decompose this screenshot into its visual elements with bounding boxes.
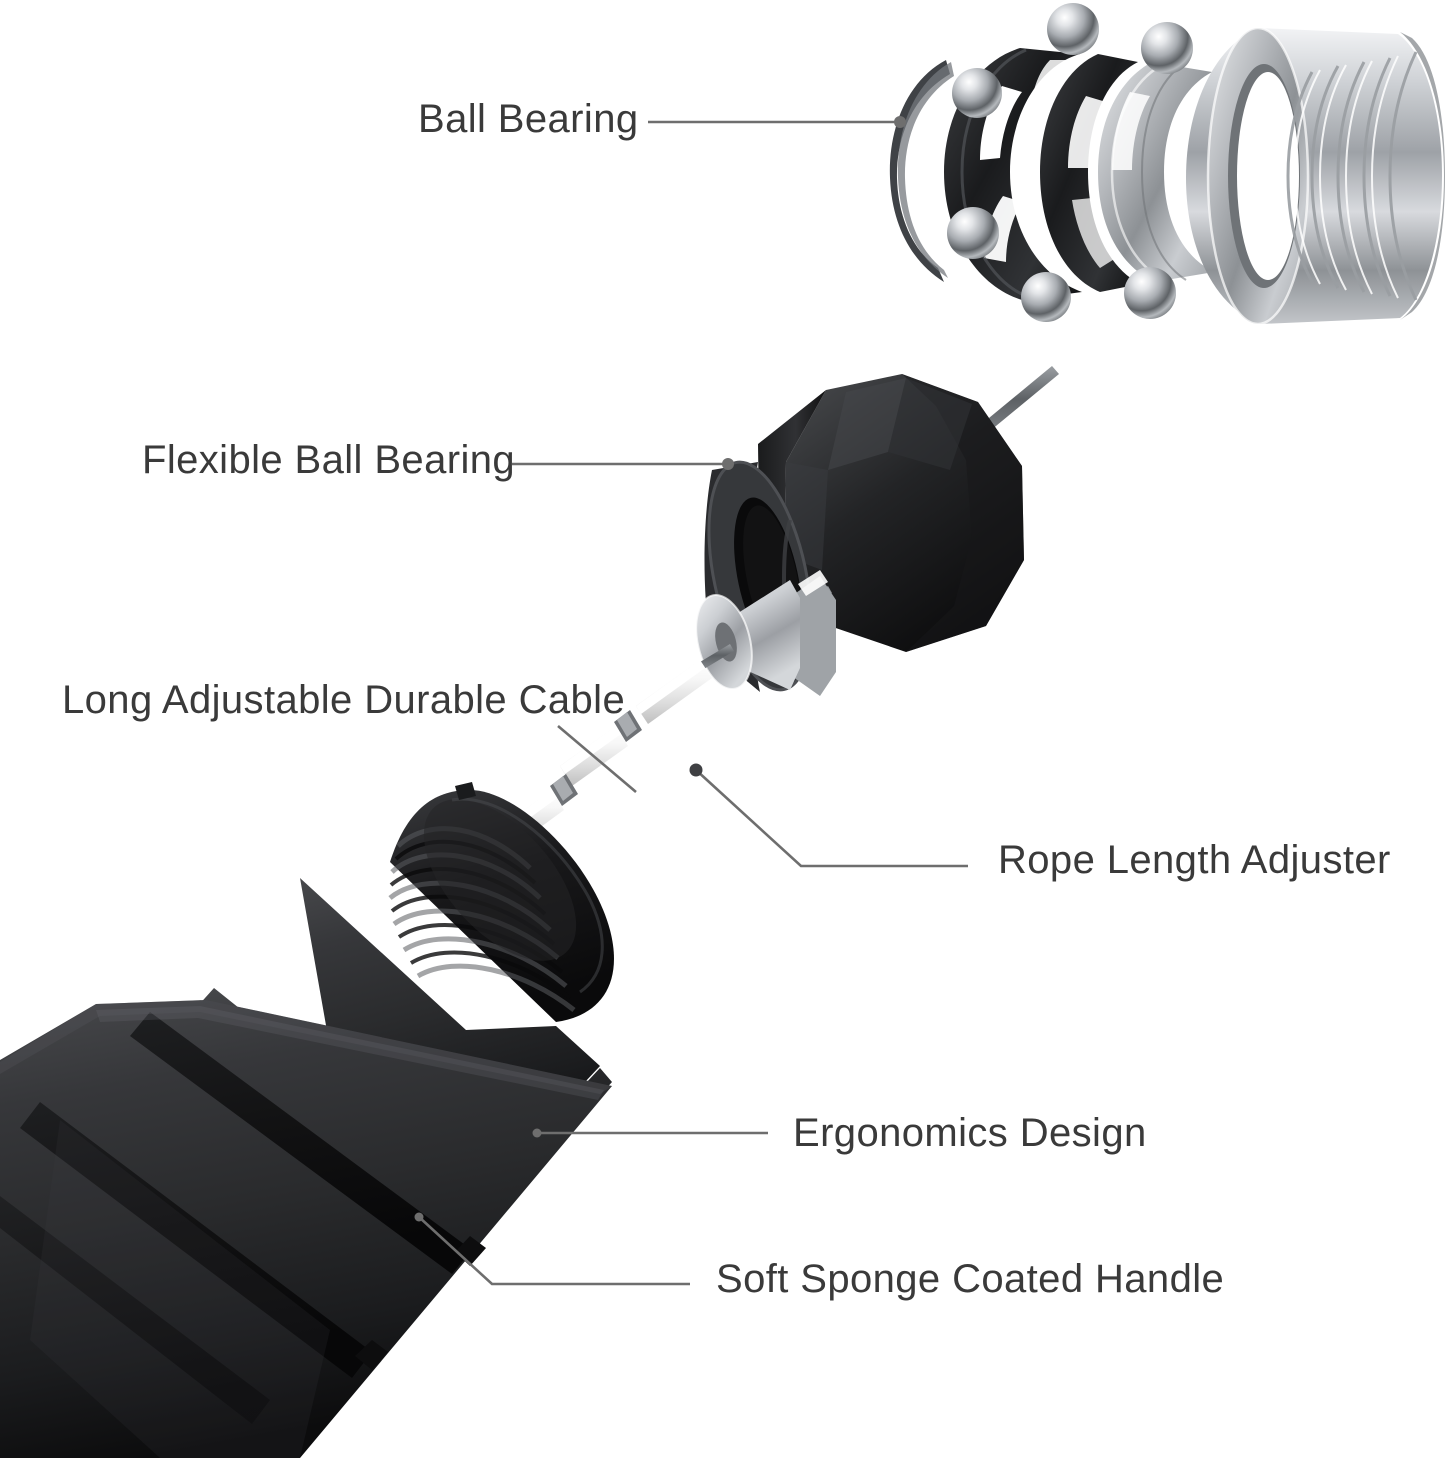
callout-label-ergonomics-design: Ergonomics Design xyxy=(793,1111,1147,1155)
leader-lines xyxy=(418,120,968,1286)
cage-spacer-part xyxy=(1040,54,1140,292)
inner-race-part xyxy=(1098,61,1214,282)
callout-label-soft-sponge-coated-handle: Soft Sponge Coated Handle xyxy=(716,1257,1225,1301)
hex-cap-assembly xyxy=(695,366,1059,708)
steel-pin-part xyxy=(972,366,1059,440)
steel-balls-part xyxy=(947,3,1193,322)
leader-dot-soft-sponge-coated-handle xyxy=(414,1212,424,1222)
leader-dots xyxy=(414,116,906,1222)
leader-soft-sponge-coated-handle xyxy=(418,1216,690,1286)
retaining-clip-part xyxy=(889,60,954,282)
handle-assembly xyxy=(0,782,614,1458)
outer-threaded-ring-part xyxy=(1186,26,1445,326)
leader-long-adjustable-durable-cable xyxy=(557,725,637,793)
leader-rope-length-adjuster xyxy=(695,769,968,868)
leader-dot-flexible-ball-bearing xyxy=(722,458,734,470)
handle-thread-part xyxy=(388,782,614,1022)
callout-label-flexible-ball-bearing: Flexible Ball Bearing xyxy=(142,438,516,482)
handle-groove-3 xyxy=(20,1102,372,1378)
handle-groove-4 xyxy=(0,1196,270,1424)
spool-part xyxy=(695,570,836,708)
leader-dot-ergonomics-design xyxy=(532,1128,542,1138)
leader-dot-rope-length-adjuster xyxy=(689,763,703,777)
ball-bearing-assembly xyxy=(889,3,1445,326)
leader-dot-ball-bearing xyxy=(894,116,906,128)
callout-label-rope-length-adjuster: Rope Length Adjuster xyxy=(998,838,1391,882)
callout-label-long-adjustable-durable-cable: Long Adjustable Durable Cable xyxy=(62,678,626,722)
handle-groove-2 xyxy=(130,1012,472,1274)
callout-label-ball-bearing: Ball Bearing xyxy=(418,97,639,141)
